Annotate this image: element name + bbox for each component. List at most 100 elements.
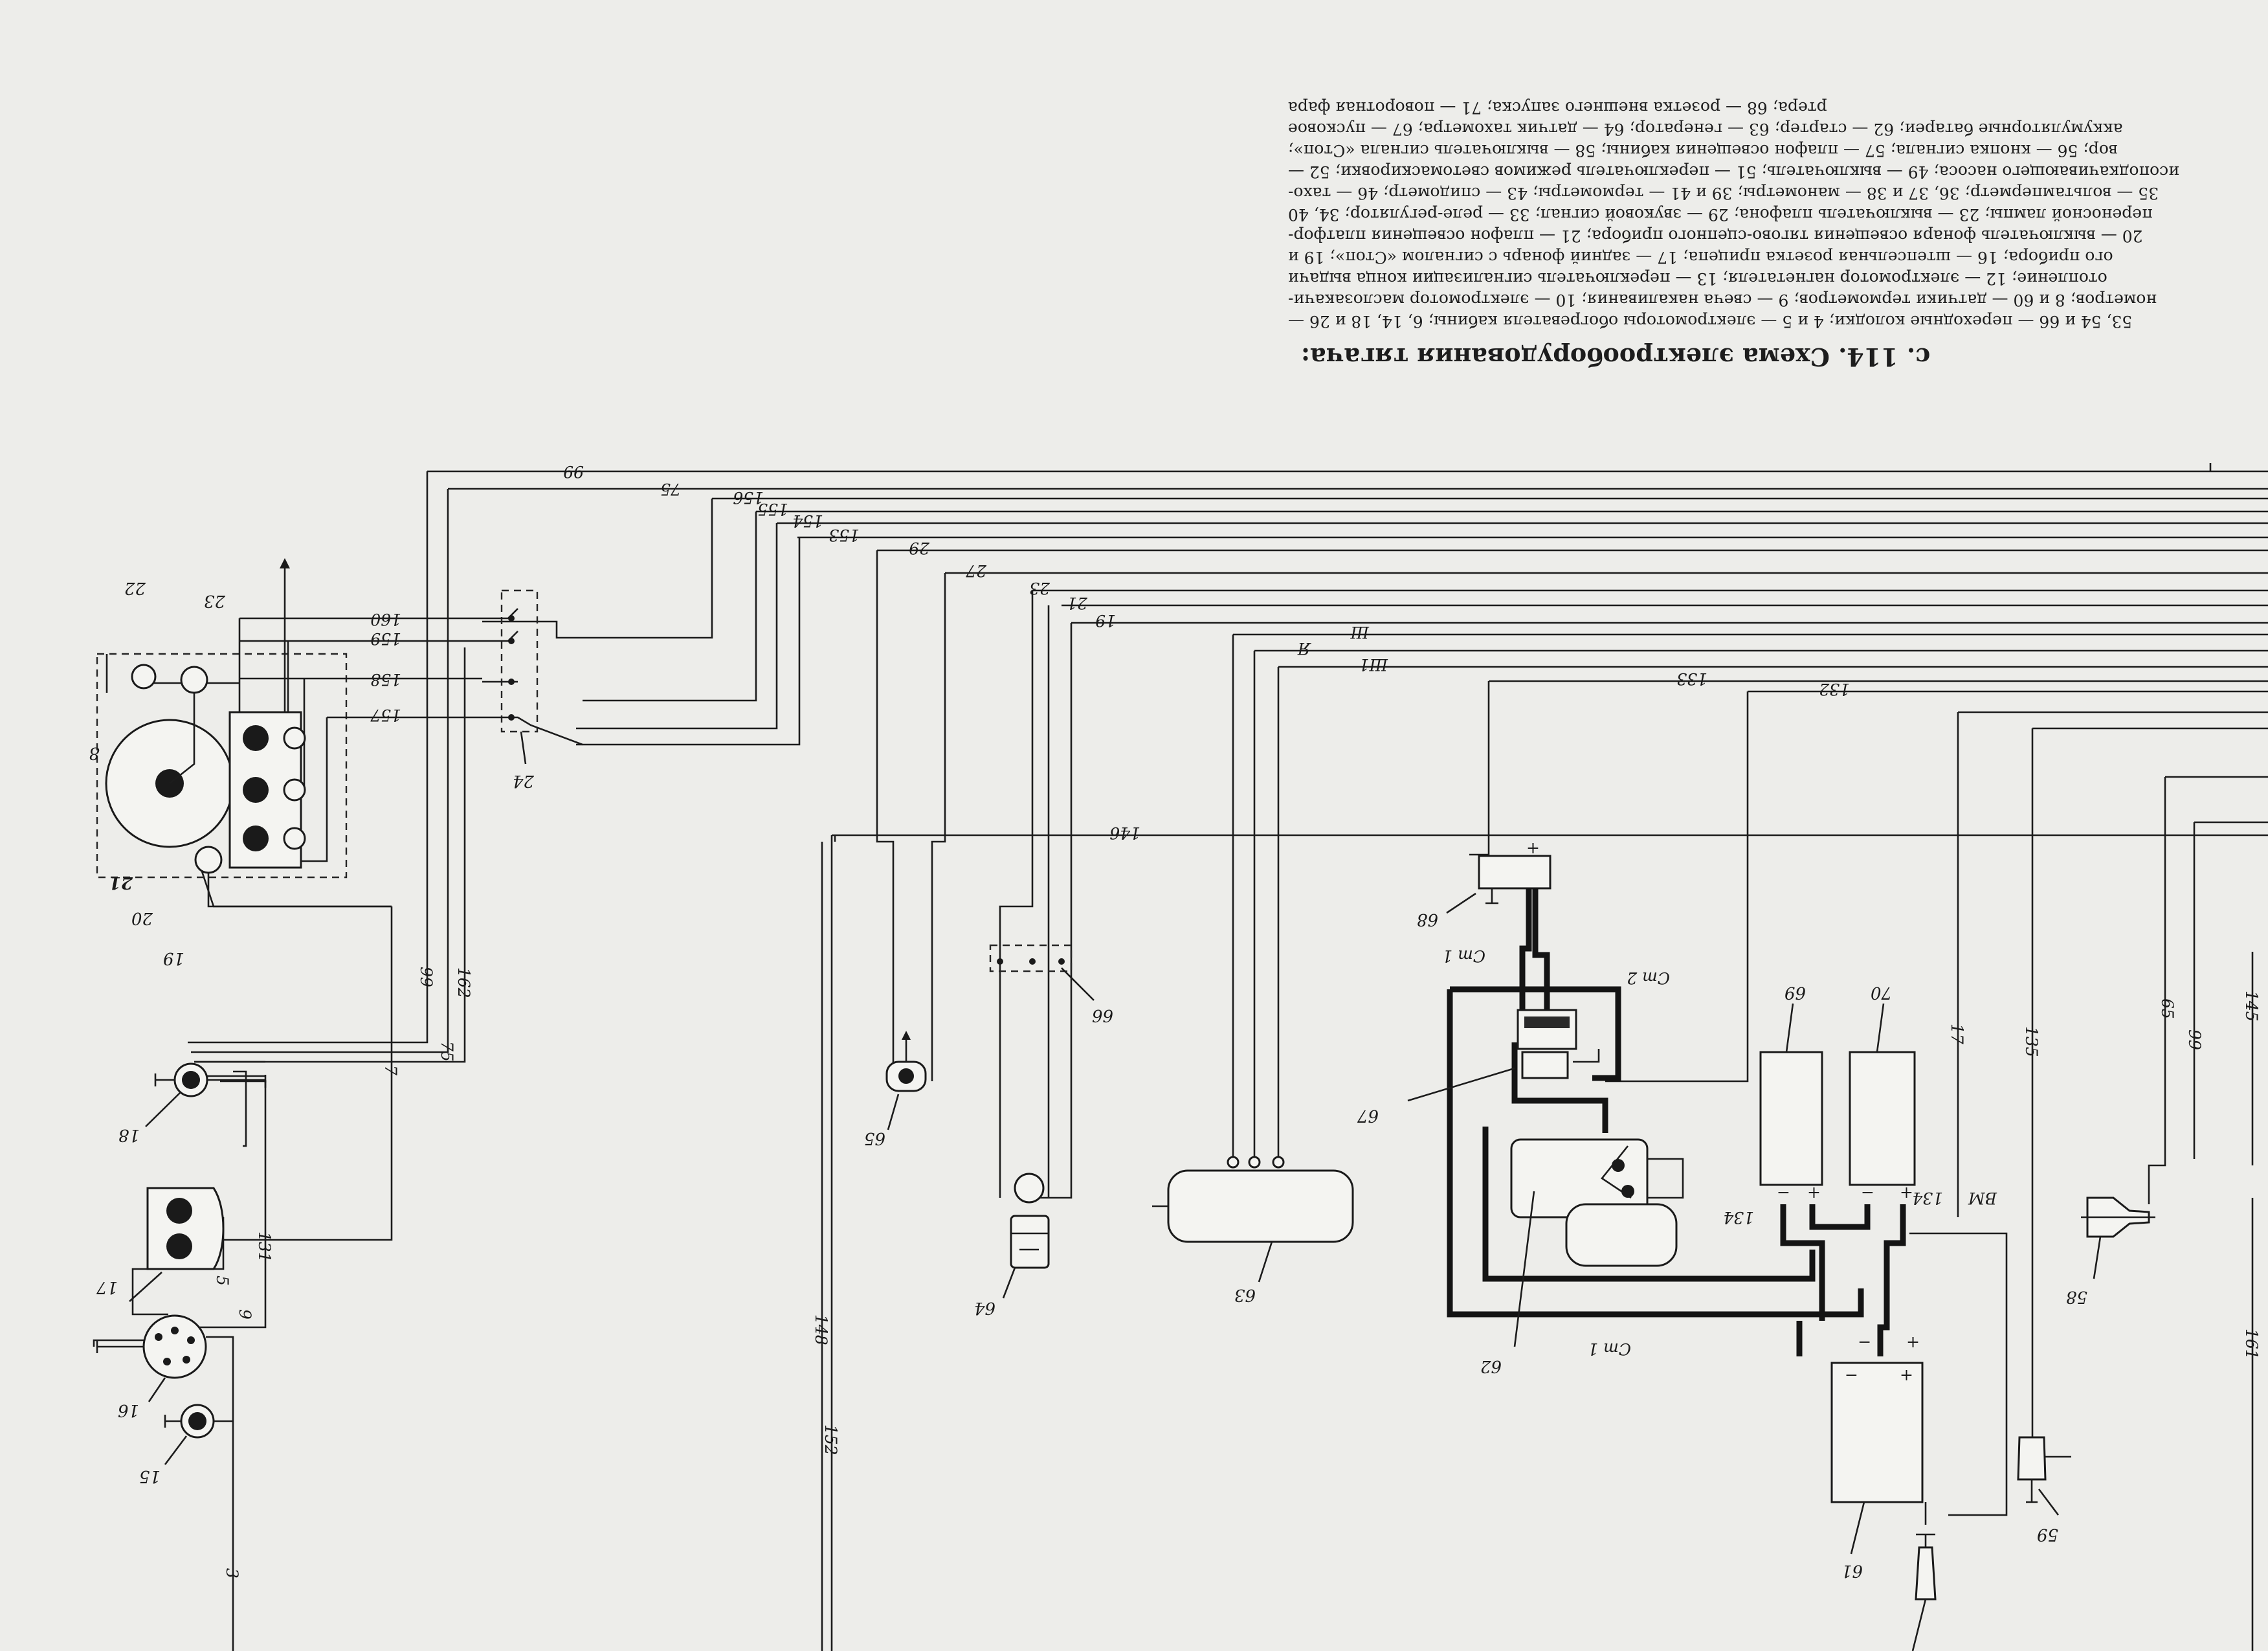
battery-61-ground-lead bbox=[1916, 1502, 1935, 1547]
component-label-18: 18 bbox=[118, 1125, 140, 1145]
component-label-66: 66 bbox=[1092, 1005, 1113, 1025]
wire-label-148: 148 bbox=[812, 1314, 830, 1345]
wire-131-18 bbox=[197, 1080, 267, 1329]
component-label-69: 69 bbox=[1784, 983, 1806, 1002]
wire-label-17: 17 bbox=[1948, 1024, 1966, 1044]
wire-22-23-link bbox=[106, 654, 239, 699]
battery-70 bbox=[1849, 1051, 1916, 1186]
battery-69-plus: + bbox=[1807, 1183, 1821, 1202]
wire-131-run bbox=[220, 1080, 267, 1083]
ground-15 bbox=[164, 1415, 181, 1428]
fuse-icon bbox=[243, 777, 269, 803]
tail-lamp-bulb-icon bbox=[166, 1198, 192, 1224]
plafond-21-wire bbox=[169, 699, 195, 785]
generator-63 bbox=[1167, 1169, 1354, 1243]
switch-23 bbox=[180, 666, 208, 694]
wire-harness-left bbox=[93, 471, 2268, 1651]
contact-dot bbox=[508, 638, 515, 644]
wire-label-27: 27 bbox=[966, 561, 987, 580]
switch-block-24: 24 bbox=[482, 589, 583, 791]
wire-label-158: 158 bbox=[370, 670, 401, 689]
wire-133-vertical bbox=[1469, 681, 1490, 856]
fuse-terminal bbox=[283, 827, 306, 850]
wire-label-146: 146 bbox=[1109, 824, 1140, 842]
battery-link-cable bbox=[1780, 1204, 1871, 1321]
lamp-15-bulb-icon bbox=[188, 1412, 206, 1430]
lighting-panel-group bbox=[96, 558, 482, 908]
wire-label-162: 162 bbox=[454, 967, 473, 998]
tacho-sensor-64 bbox=[1010, 1215, 1050, 1269]
cable-St2-outer-loop bbox=[1447, 986, 1864, 1318]
leader-24 bbox=[520, 731, 527, 765]
leader-70 bbox=[1876, 1003, 1885, 1053]
cable-St2-inner-loop bbox=[1482, 1127, 1816, 1282]
wire-29-vertical bbox=[876, 550, 895, 1081]
battery-70-minus: − bbox=[1861, 1183, 1874, 1202]
wire-label-152: 152 bbox=[821, 1424, 840, 1455]
wire-132-vertical bbox=[1605, 691, 1749, 1083]
relay-contacts-icon bbox=[1524, 1016, 1570, 1028]
cable-label-St1-bottom: Ст 1 bbox=[1588, 1340, 1631, 1358]
wire-75-vertical bbox=[191, 489, 449, 1053]
component-label-19: 19 bbox=[163, 949, 184, 968]
wire-19-lead bbox=[207, 873, 392, 908]
wire-label-3: 3 bbox=[223, 1568, 241, 1578]
wire-9-17-to-16 bbox=[233, 1070, 247, 1147]
wire-label-159: 159 bbox=[370, 629, 401, 648]
leader-63 bbox=[1258, 1241, 1273, 1283]
leader-65 bbox=[887, 1094, 900, 1130]
component-label-21: 21 bbox=[109, 873, 133, 892]
socket-pin bbox=[183, 1356, 190, 1364]
battery-70-plus: + bbox=[1900, 1183, 1913, 1202]
leader-61 bbox=[1850, 1501, 1865, 1555]
starter-group: 68 + Ст 1 Ст 2 Ст 1 67 62 bbox=[834, 681, 1864, 1376]
battery-to-61-cable bbox=[1796, 1204, 1906, 1356]
start-relay-coil bbox=[1521, 1051, 1569, 1079]
wire-label-9: 9 bbox=[236, 1309, 254, 1320]
arrow-up-head bbox=[902, 1031, 911, 1040]
contact-dot bbox=[508, 679, 515, 685]
battery-69-minus: − bbox=[1777, 1183, 1790, 1202]
wire-label-Sh: Ш bbox=[1350, 623, 1370, 642]
wire-label-134-a: 134 bbox=[1723, 1208, 1754, 1227]
external-start-socket-68 bbox=[1478, 855, 1551, 890]
wire-16-ground bbox=[93, 1339, 150, 1347]
wire-label-29: 29 bbox=[909, 539, 930, 557]
wire-label-75: 75 bbox=[660, 480, 681, 499]
wire-label-99-vertical: 99 bbox=[417, 967, 436, 987]
lamp-18-bulb-icon bbox=[182, 1071, 200, 1089]
generator-terminal bbox=[1227, 1156, 1240, 1169]
stop-lamp-bulb-icon bbox=[166, 1233, 192, 1259]
component-label-8: 8 bbox=[89, 743, 100, 763]
leader-17 bbox=[129, 1272, 162, 1302]
cable-St1-to-relay bbox=[1519, 888, 1532, 1010]
starter-62-solenoid bbox=[1565, 1203, 1678, 1267]
wire-7-upper bbox=[199, 867, 392, 908]
wire-VM bbox=[1909, 1232, 2008, 1516]
component-label-68: 68 bbox=[1417, 910, 1438, 929]
wire-label-Sh1: Ш1 bbox=[1359, 655, 1388, 674]
tacho-sensor-64-head bbox=[1014, 1173, 1045, 1204]
wire-label-99-right: 99 bbox=[2185, 1029, 2204, 1050]
battery-61-plus: + bbox=[1900, 1365, 1913, 1384]
component-label-70: 70 bbox=[1871, 983, 1892, 1002]
socket-pin bbox=[171, 1327, 179, 1334]
component-label-64: 64 bbox=[974, 1298, 995, 1318]
socket-68-ground bbox=[1485, 888, 1498, 904]
wire-label-Ya: Я bbox=[1297, 639, 1311, 658]
wire-label-plus-61: + bbox=[1906, 1333, 1920, 1352]
wire-label-154: 154 bbox=[792, 511, 823, 530]
cable-St1-to-relay-b bbox=[1532, 888, 1550, 1010]
leader-66 bbox=[1061, 967, 1095, 1001]
component-label-61: 61 bbox=[1841, 1561, 1863, 1580]
trailer-lights-group: 18 17 16 15 bbox=[96, 1062, 233, 1486]
wire-label-7: 7 bbox=[381, 1065, 400, 1075]
wire-label-134-b: 134 bbox=[1912, 1189, 1943, 1207]
leader-68 bbox=[1446, 892, 1476, 914]
wire-65-vertical bbox=[2148, 777, 2166, 1204]
battery-69 bbox=[1759, 1051, 1823, 1186]
cable-label-St2: Ст 2 bbox=[1627, 969, 1670, 987]
component-label-15: 15 bbox=[139, 1466, 161, 1486]
fuse-terminal bbox=[283, 778, 306, 802]
